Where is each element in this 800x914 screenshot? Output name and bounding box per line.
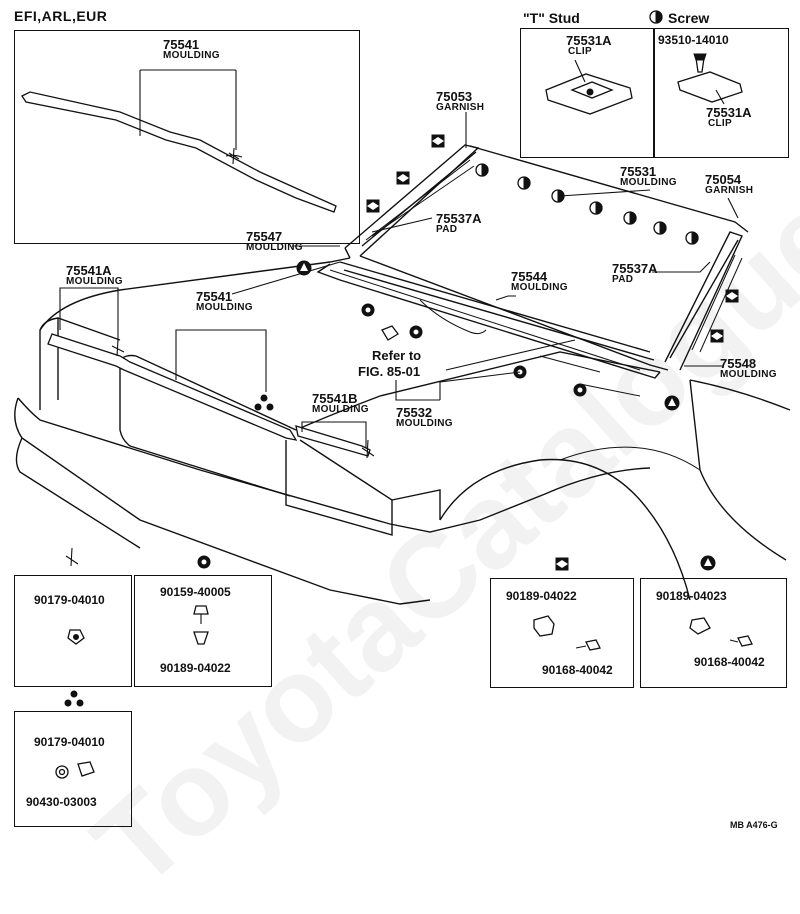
part-number: 75541 [196,289,233,304]
box-circle-part-2: 90189-04022 [160,661,231,675]
part-number: 75544 [511,269,548,284]
part-number: 75541 [163,37,200,52]
box-square-part-1: 90189-04022 [506,589,577,603]
part-name: MOULDING [511,282,568,293]
part-name: MOULDING [163,50,220,61]
part-name: MOULDING [396,418,453,429]
inset-t-stud-callout: 75531A CLIP [566,34,612,57]
t-stud-inset-frame [520,28,655,158]
box-triple-part-2: 90430-03003 [26,795,97,809]
part-name: MOULDING [196,302,253,313]
callout-75537a-left: 75537A PAD [436,212,482,235]
part-number: 75531A [706,105,752,120]
part-name: MOULDING [246,242,303,253]
fastener-box-cross [14,575,132,687]
part-number: 75541B [312,391,358,406]
footer-code: MB A476-G [730,820,778,830]
part-name: PAD [612,274,634,285]
part-name: GARNISH [705,185,754,196]
box-cross-part-1: 90179-04010 [34,593,105,607]
callout-75548: 75548 MOULDING [720,357,777,380]
callout-75541-top: 75541 MOULDING [163,38,220,61]
car-body-outline [14,91,791,605]
part-name: GARNISH [436,102,485,113]
part-number: 75537A [436,211,482,226]
callout-75541a: 75541A MOULDING [66,264,123,287]
part-number: 75531 [620,164,657,179]
t-stud-header: "T" Stud [523,10,580,26]
callout-75537a-right: 75537A PAD [612,262,658,285]
part-number: 75054 [705,172,742,187]
leader-lines [59,69,739,448]
inset-screw-clip-callout: 75531A CLIP [706,106,752,129]
part-name: MOULDING [66,276,123,287]
part-name: MOULDING [312,404,369,415]
box-triangle-part-2: 90168-40042 [694,655,765,669]
screw-inset-frame [653,28,789,158]
fastener-box-drawings [55,547,753,779]
callout-75053: 75053 GARNISH [436,90,484,113]
fastener-box-square [490,578,634,688]
part-number: 75053 [436,89,473,104]
screw-header: Screw [668,10,710,26]
callout-75547: 75547 MOULDING [246,230,303,253]
fastener-box-circle [134,575,272,687]
callout-75531: 75531 MOULDING [620,165,677,188]
box-circle-part-1: 90159-40005 [160,585,231,599]
efi-variant-frame [14,30,360,244]
box-triple-part-1: 90179-04010 [34,735,105,749]
inset-screw-number: 93510-14010 [658,33,729,47]
callout-75544: 75544 MOULDING [511,270,568,293]
variant-label: EFI,ARL,EUR [14,8,108,24]
fastener-box-triple [14,711,132,827]
refer-to-figure[interactable]: Refer to FIG. 85-01 [358,348,421,380]
parts-diagram-drawing [14,10,791,779]
callout-75054: 75054 GARNISH [705,173,753,196]
refer-line-1: Refer to [372,348,422,363]
part-number: 75532 [396,405,433,420]
part-number: 75531A [566,33,612,48]
inset-clip-drawings [545,10,743,115]
part-name: MOULDING [620,177,677,188]
part-number: 75541A [66,263,112,278]
callout-75532: 75532 MOULDING [396,406,453,429]
callout-75541b: 75541B MOULDING [312,392,369,415]
part-number: 75548 [720,356,757,371]
part-name: CLIP [708,118,732,129]
part-name: PAD [436,224,458,235]
body-fastener-symbols [111,134,739,459]
part-name: CLIP [568,46,592,57]
part-number: 75547 [246,229,283,244]
part-name: MOULDING [720,369,777,380]
callout-75541-mid: 75541 MOULDING [196,290,253,313]
fastener-box-triangle [640,578,787,688]
refer-line-2: FIG. 85-01 [358,364,421,379]
part-number: 75537A [612,261,658,276]
box-square-part-2: 90168-40042 [542,663,613,677]
box-triangle-part-1: 90189-04023 [656,589,727,603]
